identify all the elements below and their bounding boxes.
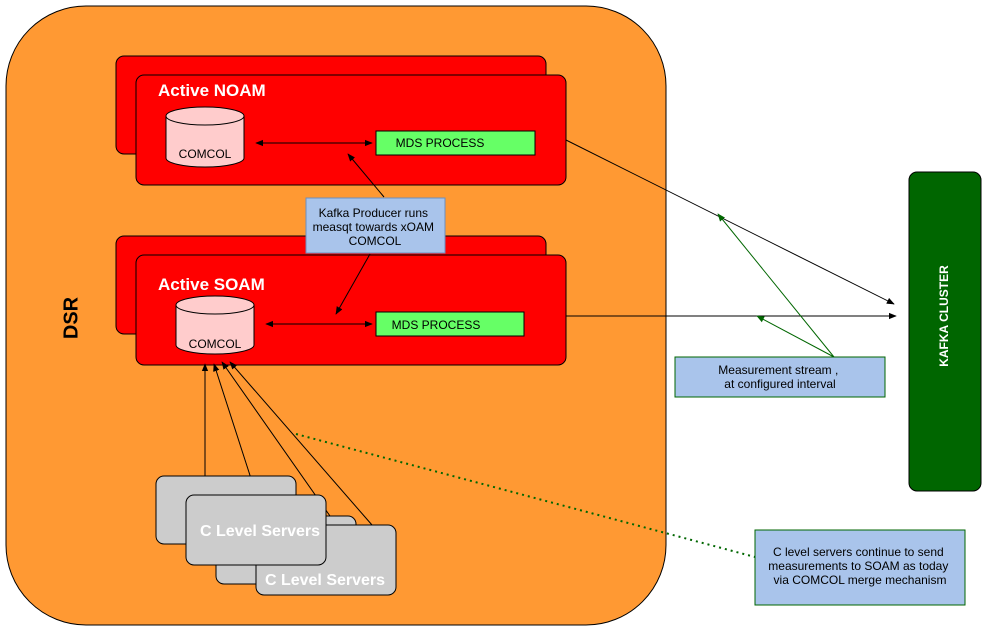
server-to-soam-arrow: [213, 363, 257, 495]
kafka-producer-note-line: measqt towards xOAM: [313, 220, 434, 234]
c-level-note-text: C level servers continue to send measure…: [768, 545, 951, 587]
dsr-label: DSR: [60, 296, 82, 339]
kafka-producer-note-line: Kafka Producer runs: [319, 206, 428, 220]
measurement-stream-note: [674, 356, 886, 398]
noam-comcol-db: COMCOL: [165, 106, 245, 168]
measurement-stream-arrow: [717, 213, 835, 358]
c-level-note-connector: [295, 433, 756, 558]
c-level-server-box-front: [185, 494, 327, 566]
measurement-stream-arrow: [756, 315, 835, 358]
kafka-cluster-label: KAFKA CLUSTER: [937, 265, 951, 367]
soam-title: Active SOAM: [158, 275, 265, 294]
soam-mds-process: [375, 311, 525, 337]
noam-mds-process: [375, 130, 536, 156]
server-to-soam-arrow: [229, 361, 373, 526]
measurement-stream-note-text: Measurement stream , at configured inter…: [718, 363, 841, 391]
kafka-producer-note-line: COMCOL: [349, 234, 402, 248]
noam-to-kafka-line: [565, 139, 895, 305]
producer-to-soam-arrow: [335, 253, 371, 315]
c-level-note-line: C level servers continue to send: [773, 545, 944, 559]
measurement-stream-note-line: Measurement stream ,: [718, 363, 838, 377]
producer-to-noam-arrow: [347, 153, 385, 198]
c-level-servers-back-label: C Level Servers: [265, 572, 385, 589]
soam-mds-process-label: MDS PROCESS: [392, 318, 481, 332]
c-level-note-line: measurements to SOAM as today: [768, 559, 948, 573]
soam-comcol-db: COMCOL: [175, 295, 255, 355]
c-level-note-line: via COMCOL merge mechanism: [774, 573, 947, 587]
soam-db-label: COMCOL: [189, 337, 242, 351]
kafka-producer-note: [305, 197, 446, 254]
noam-mds-process-label: MDS PROCESS: [396, 136, 485, 150]
c-level-note: [754, 529, 966, 606]
c-level-servers-front-label: C Level Servers: [200, 523, 320, 540]
server-to-soam-arrow: [221, 361, 331, 517]
kafka-producer-note-text: Kafka Producer runs measqt towards xOAM …: [313, 206, 438, 248]
measurement-stream-note-line: at configured interval: [724, 377, 835, 391]
noam-db-label: COMCOL: [179, 147, 232, 161]
kafka-cluster: [908, 171, 982, 492]
noam-title: Active NOAM: [158, 81, 266, 100]
